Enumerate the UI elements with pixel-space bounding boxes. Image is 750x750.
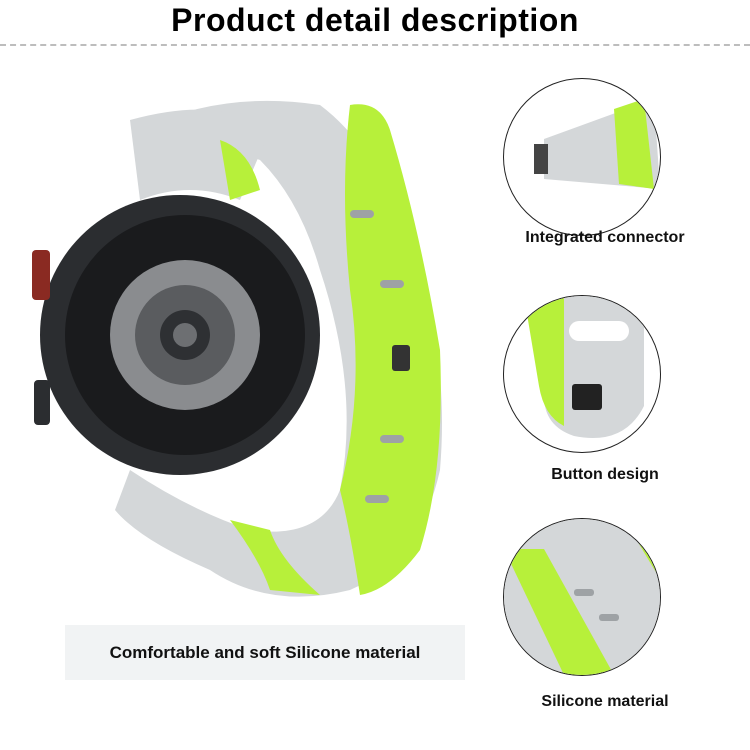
silicone-texture-closeup-image (504, 519, 660, 675)
band-lower-lime (230, 520, 320, 595)
detail-label-button: Button design (551, 466, 659, 483)
band-lime-stripe (340, 104, 441, 596)
band-hole (380, 435, 404, 443)
detail-label-silicone: Silicone material (541, 693, 669, 710)
band-upper-lime (220, 140, 260, 200)
crown-button (34, 380, 50, 425)
detail-circle-button (503, 295, 661, 453)
crown-button-red (32, 250, 50, 300)
button-clasp-closeup-image (524, 296, 644, 438)
dashed-divider (0, 44, 750, 46)
band-hole (365, 495, 389, 503)
connector-closeup-image (534, 99, 660, 189)
clasp-button (392, 345, 410, 371)
band-hole (350, 210, 374, 218)
band-hole (380, 280, 404, 288)
detail-circle-connector (503, 78, 661, 236)
main-caption: Comfortable and soft Silicone material (65, 625, 465, 680)
detail-circle-silicone (503, 518, 661, 676)
page-title: Product detail description (171, 2, 579, 38)
detail-label-connector: Integrated connector (525, 229, 685, 246)
watch-band-product-image (32, 100, 442, 597)
